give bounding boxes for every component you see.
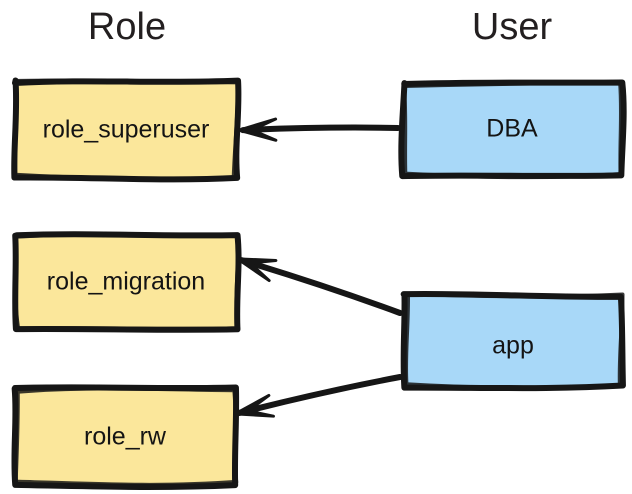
edge-app-to-role_migration (236, 257, 403, 316)
edge-arrowhead (233, 393, 275, 418)
node-fill (403, 294, 623, 389)
node-outline-second-stroke (13, 386, 239, 487)
column-header-user: User (471, 6, 553, 48)
edge-arrowhead (236, 257, 278, 283)
edge-shaft (238, 257, 403, 316)
node-outline-second-stroke (403, 291, 625, 390)
edge-app-to-role_rw (233, 374, 403, 418)
node-app[interactable] (400, 290, 626, 392)
node-outline-second-stroke (13, 232, 241, 331)
node-fill (14, 232, 238, 331)
column-header-role: Role (87, 6, 167, 48)
edge-dba-to-role_superuser (237, 117, 401, 142)
edge-shaft (240, 124, 401, 134)
edge-shaft (236, 374, 403, 416)
node-role_migration[interactable] (12, 231, 242, 333)
node-fill (14, 80, 239, 180)
node-dba[interactable] (398, 79, 627, 180)
node-role_rw[interactable] (11, 384, 240, 490)
node-fill (402, 81, 623, 178)
node-role_superuser[interactable] (11, 77, 242, 183)
node-outline-second-stroke (13, 78, 240, 182)
edge-arrowhead (237, 117, 278, 142)
node-outline-second-stroke (401, 79, 624, 180)
node-fill (15, 388, 236, 486)
